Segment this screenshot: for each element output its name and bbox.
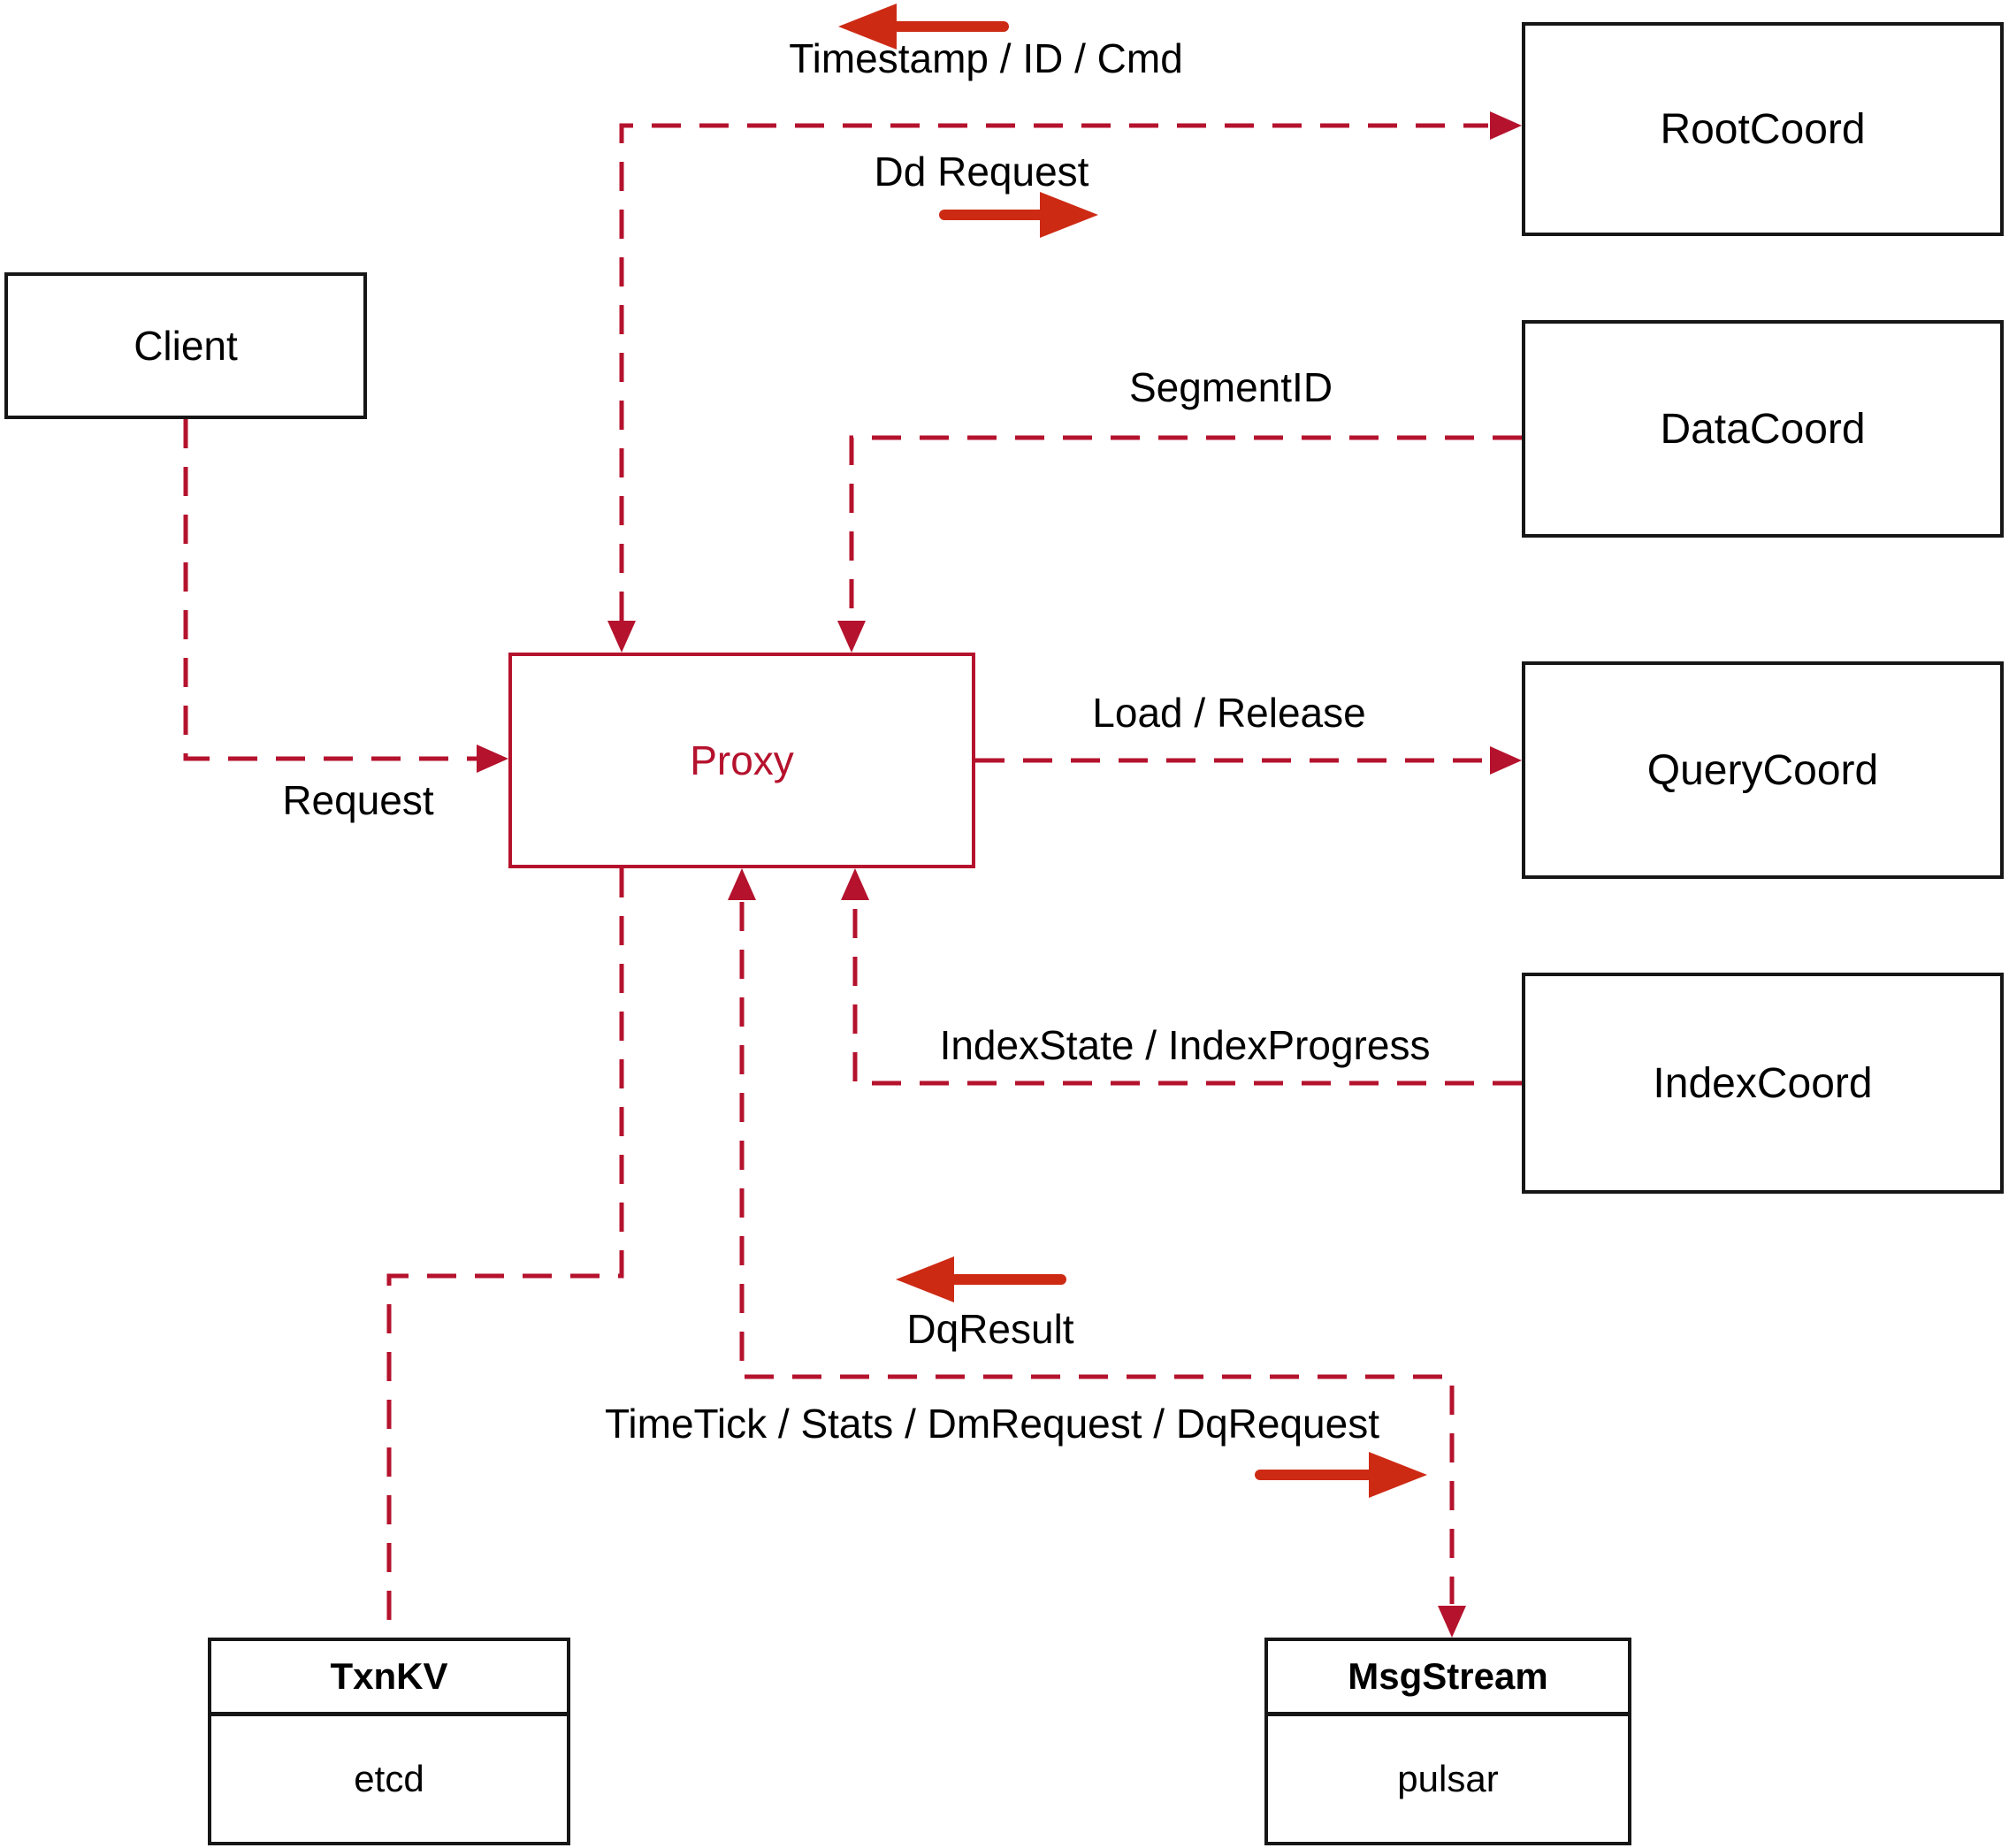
edge-datacoord-proxy xyxy=(837,435,1522,653)
edge-proxy-msgstream xyxy=(728,868,1466,1638)
node-indexcoord-label: IndexCoord xyxy=(1653,1059,1873,1107)
node-indexcoord: IndexCoord xyxy=(1522,973,2004,1194)
edge-label-load-release: Load / Release xyxy=(1092,690,1366,736)
node-proxy-label: Proxy xyxy=(690,737,794,783)
edge-label-dqresult: DqResult xyxy=(906,1306,1074,1352)
edge-label-dd-request: Dd Request xyxy=(874,149,1089,195)
edge-proxy-txnkv xyxy=(386,868,624,1638)
node-querycoord: QueryCoord xyxy=(1522,661,2004,879)
node-rootcoord: RootCoord xyxy=(1522,22,2004,236)
edge-label-timestamp-id-cmd: Timestamp / ID / Cmd xyxy=(789,35,1183,81)
edge-label-timetick-stats-dmrequest-dqrequest: TimeTick / Stats / DmRequest / DqRequest xyxy=(605,1401,1379,1447)
node-datacoord-label: DataCoord xyxy=(1660,405,1866,453)
node-msgstream-impl: pulsar xyxy=(1397,1758,1499,1799)
node-rootcoord-label: RootCoord xyxy=(1660,105,1866,153)
edge-label-indexstate-indexprogress: IndexState / IndexProgress xyxy=(939,1022,1431,1068)
edge-label-request: Request xyxy=(282,777,434,823)
node-client: Client xyxy=(4,272,367,419)
direction-arrow-dd-request-right xyxy=(939,192,1098,238)
direction-arrow-timetick-right xyxy=(1255,1452,1427,1498)
node-msgstream-title: MsgStream xyxy=(1268,1641,1628,1716)
node-datacoord: DataCoord xyxy=(1522,320,2004,538)
node-txnkv-impl: etcd xyxy=(354,1758,424,1799)
node-client-label: Client xyxy=(134,323,238,369)
node-msgstream: MsgStream pulsar xyxy=(1264,1638,1631,1845)
edge-indexcoord-proxy xyxy=(841,868,1522,1086)
node-proxy: Proxy xyxy=(508,653,975,868)
direction-arrow-dqresult-left xyxy=(896,1256,1066,1302)
node-querycoord-label: QueryCoord xyxy=(1646,746,1879,794)
node-txnkv: TxnKV etcd xyxy=(208,1638,570,1845)
edge-client-proxy xyxy=(183,419,508,773)
edge-proxy-rootcoord xyxy=(607,111,1522,653)
direction-arrow-timestamp-left xyxy=(838,4,1009,50)
node-txnkv-title: TxnKV xyxy=(211,1641,567,1716)
edge-label-segmentid: SegmentID xyxy=(1128,364,1333,410)
edge-proxy-querycoord xyxy=(975,746,1522,775)
